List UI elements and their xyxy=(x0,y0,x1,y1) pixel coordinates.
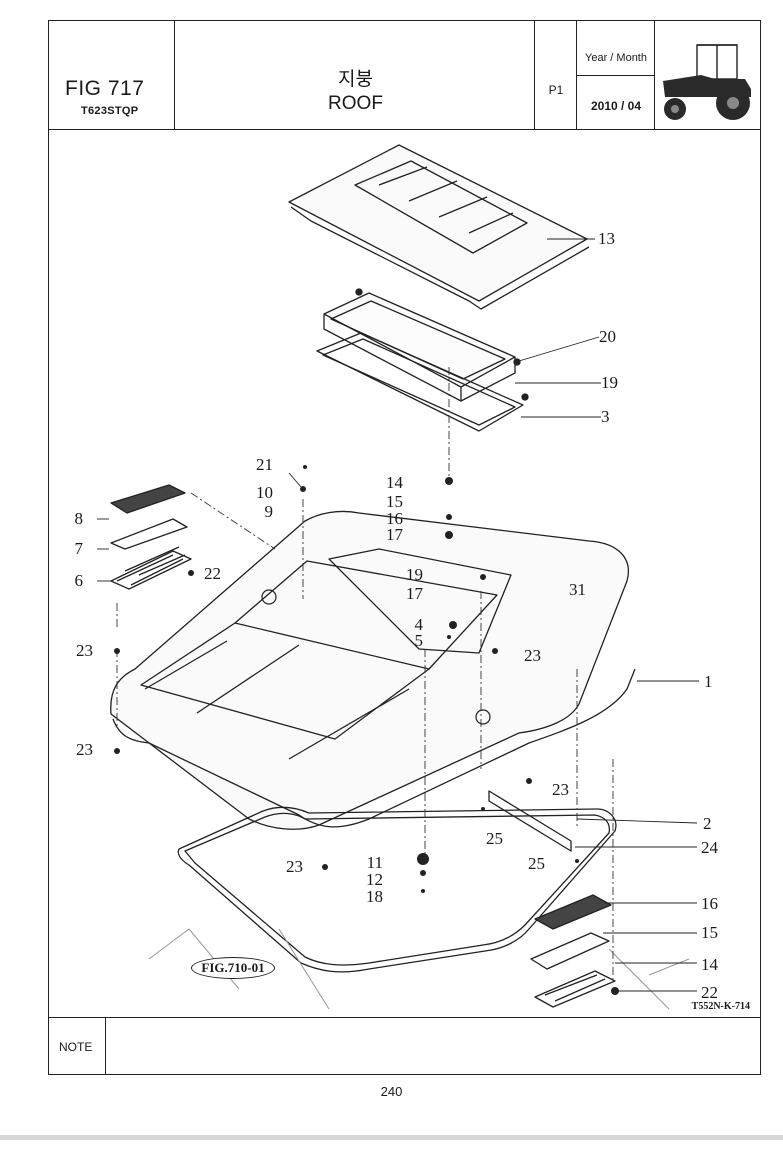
note-divider xyxy=(105,1018,106,1075)
header-divider xyxy=(174,21,175,129)
drawing-code: T552N-K-714 xyxy=(691,1001,750,1012)
title-english: ROOF xyxy=(328,93,383,114)
page-ref: P1 xyxy=(548,83,564,97)
header: FIG 717 T623STQP 지붕 ROOF P1 Year / Month… xyxy=(49,21,760,130)
callout-24: 24 xyxy=(701,838,718,857)
callout-4: 4 xyxy=(414,615,424,634)
callout-17-mid: 17 xyxy=(406,584,423,603)
roof-exploded-drawing xyxy=(97,144,699,1010)
tractor-icon xyxy=(663,44,751,120)
callout-5: 5 xyxy=(414,631,424,650)
callout-14-left: 14 xyxy=(386,473,403,492)
page-number: 240 xyxy=(380,1084,403,1099)
note-row: NOTE xyxy=(49,1017,760,1075)
callout-19: 19 xyxy=(601,373,618,392)
callout-13: 13 xyxy=(598,229,615,248)
date-divider xyxy=(577,75,655,76)
cross-reference-link[interactable]: FIG.710-01 xyxy=(191,957,275,979)
callout-6: 6 xyxy=(74,571,84,590)
callout-25-left: 25 xyxy=(486,829,503,848)
callout-25-right: 25 xyxy=(528,854,545,873)
figure-number: FIG 717 xyxy=(65,77,145,100)
callout-12: 12 xyxy=(366,870,383,889)
callout-19-mid: 19 xyxy=(406,565,423,584)
note-label: NOTE xyxy=(59,1040,93,1054)
callout-10: 10 xyxy=(256,483,273,502)
callout-21: 21 xyxy=(256,455,273,474)
callout-14-right: 14 xyxy=(701,955,718,974)
callout-8: 8 xyxy=(74,509,84,528)
callout-2: 2 xyxy=(703,814,712,833)
callout-23-mid: 23 xyxy=(524,646,541,665)
callout-20: 20 xyxy=(599,327,616,346)
callout-16-right: 16 xyxy=(701,894,718,913)
page-frame: FIG 717 T623STQP 지붕 ROOF P1 Year / Month… xyxy=(48,20,761,1075)
callout-23-left-lower: 23 xyxy=(76,740,93,759)
callout-1: 1 xyxy=(704,672,713,691)
callout-7: 7 xyxy=(74,539,84,558)
callout-22-right: 22 xyxy=(701,983,718,1002)
header-divider xyxy=(534,21,535,129)
callout-23-right: 23 xyxy=(552,780,569,799)
callout-31: 31 xyxy=(569,580,586,599)
header-divider xyxy=(576,21,577,129)
callout-9: 9 xyxy=(264,502,274,521)
scan-edge xyxy=(0,1135,783,1140)
date-label: Year / Month xyxy=(585,52,647,64)
callout-23-left-upper: 23 xyxy=(76,641,93,660)
callout-11: 11 xyxy=(366,853,383,872)
callout-15-left: 15 xyxy=(386,492,403,511)
callout-17-upper: 17 xyxy=(386,525,403,544)
callout-22-left: 22 xyxy=(204,564,221,583)
callout-15-right: 15 xyxy=(701,923,718,942)
callout-3: 3 xyxy=(601,407,610,426)
callout-16-left: 16 xyxy=(386,509,403,528)
callout-18: 18 xyxy=(366,887,383,906)
title-korean: 지붕 xyxy=(338,68,373,90)
callout-23-bottom: 23 xyxy=(286,857,303,876)
date-value: 2010 / 04 xyxy=(590,99,642,113)
exploded-diagram: 13 20 19 3 31 1 23 2 24 16 15 14 22 21 1… xyxy=(49,129,760,1017)
model-code: T623STQP xyxy=(81,105,139,117)
